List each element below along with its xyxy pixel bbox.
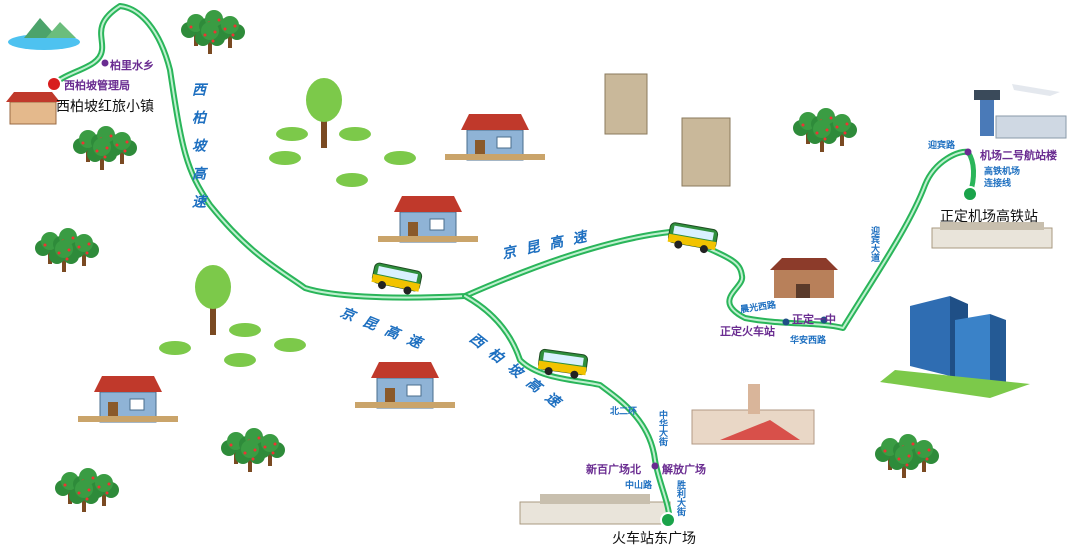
stop-label-zhengding-no1: 正定一中 [792, 313, 836, 326]
terminal-end-marker [962, 186, 978, 202]
tree-grove-icon [221, 428, 285, 472]
stop-label-zhengding-station: 正定火车站 [720, 325, 775, 338]
tree-grove-icon [35, 228, 99, 272]
road-label-zhonghua-ave: 中华大街 [657, 410, 667, 446]
stop-marker [820, 316, 828, 324]
house-icon [354, 361, 456, 409]
tree-grove-icon [73, 126, 137, 170]
road-label-north-2nd-ring: 北二环 [610, 407, 638, 417]
stop-marker [782, 318, 790, 326]
train-station-icon [519, 494, 671, 525]
airport-terminal-icon [974, 84, 1067, 139]
terminal-start-marker [46, 76, 62, 92]
house-icon [444, 113, 546, 161]
road-label-huaan-west: 华安西路 [790, 336, 827, 346]
stop-label-xibaipo-bureau: 西柏坡管理局 [64, 79, 130, 92]
big-tree-icon [195, 265, 231, 335]
house-icon [77, 375, 179, 423]
hsr-station-icon [931, 222, 1053, 249]
highway-label-xibaipo-upper: 西柏坡高速 [190, 82, 206, 222]
tree-grove-icon [55, 468, 119, 512]
plaza-building-icon [691, 384, 815, 445]
stop-label-xinbai-north: 新百广场北 [586, 463, 641, 476]
island-icon [8, 18, 80, 50]
bus-icon [369, 261, 424, 298]
stop-marker [964, 148, 972, 156]
tree-grove-icon [875, 434, 939, 478]
house-icon [377, 195, 479, 243]
road-label-yingbin: 迎宾路 [928, 141, 956, 151]
road-label-zhongshan: 中山路 [625, 481, 653, 491]
stop-label-baili-shuixiang: 柏里水乡 [110, 59, 154, 72]
road-label-hsr-link: 高铁机场连接线 [984, 167, 1021, 189]
gatehouse-icon [6, 92, 60, 125]
stop-marker [101, 59, 109, 67]
office-tower-icon [880, 296, 1030, 398]
scenery [6, 10, 1067, 525]
tree-grove-icon [181, 10, 245, 54]
stop-marker [651, 462, 659, 470]
terminal-label-xibaipo: 西柏坡红旅小镇 [56, 99, 154, 115]
stop-markers [46, 59, 978, 528]
road-label-yingbin-ave: 迎宾大道 [869, 226, 879, 262]
terminal-end-marker [660, 512, 676, 528]
tree-grove-icon [793, 108, 857, 152]
terminal-label-train-east: 火车站东广场 [612, 531, 696, 547]
road-label-shengli-ave: 胜利大街 [675, 480, 685, 516]
terminal-label-zhengding-hsr: 正定机场高铁站 [940, 209, 1038, 225]
stop-label-jiefang-square: 解放广场 [662, 463, 706, 476]
stop-label-airport-t2: 机场二号航站楼 [980, 149, 1057, 162]
big-tree-icon [306, 78, 342, 148]
building-icon [604, 73, 731, 187]
pagoda-gate-icon [770, 258, 838, 298]
